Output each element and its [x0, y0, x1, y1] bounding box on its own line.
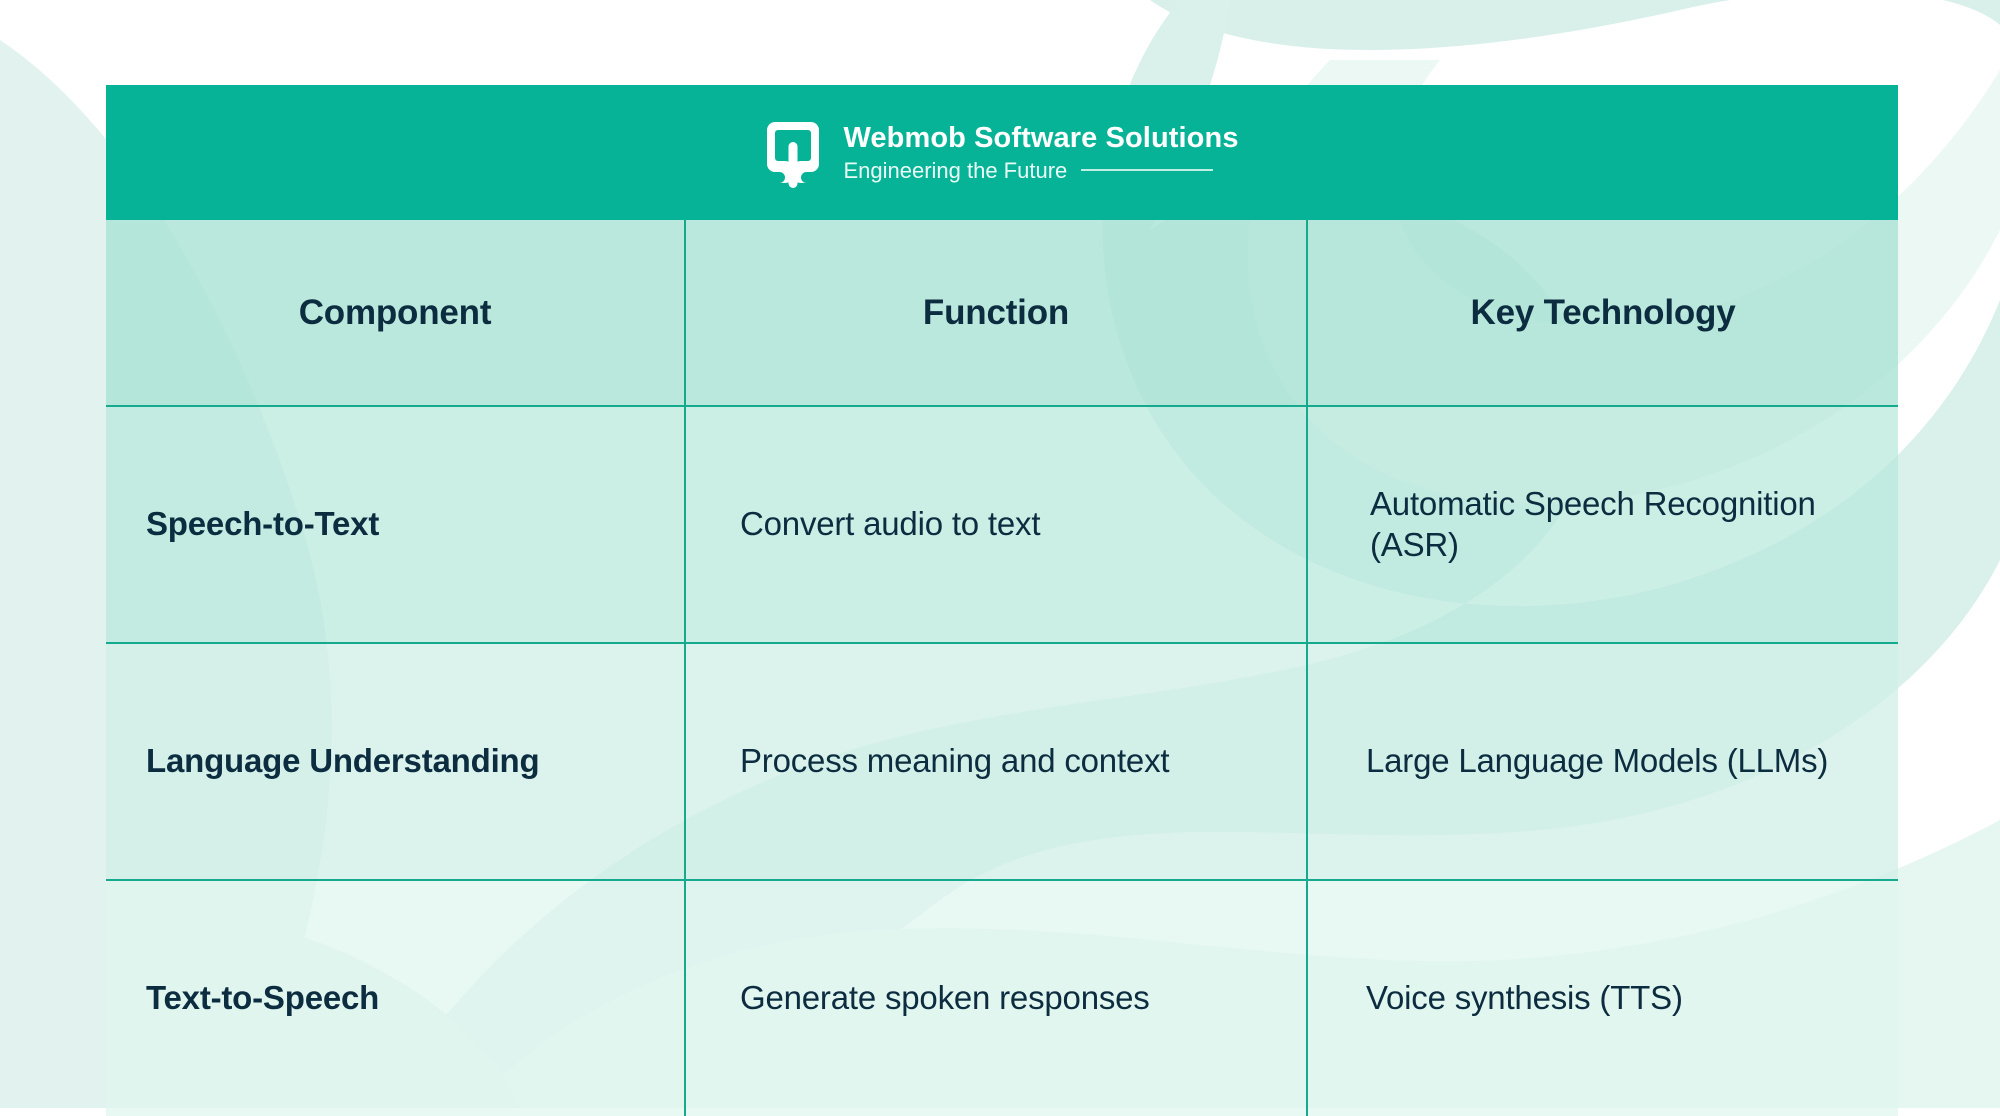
cell-text: Automatic Speech Recognition (ASR)	[1370, 484, 1816, 563]
column-header-label: Function	[922, 292, 1070, 332]
cell-key-technology: Voice synthesis (TTS)	[1306, 881, 1898, 1116]
webmob-bracket-logo-icon	[767, 121, 820, 188]
cell-text: Convert audio to text	[740, 505, 1041, 543]
cell-component: Text-to-Speech	[106, 881, 684, 1116]
cell-function: Convert audio to text	[684, 407, 1306, 642]
cell-text: Speech-to-Text	[146, 505, 380, 543]
decor-wave-top-right	[1150, 0, 2000, 50]
data-table: Component Function Key Technology Speech…	[106, 220, 1898, 1116]
column-header-label: Key Technology	[1470, 292, 1736, 332]
cell-function: Generate spoken responses	[684, 881, 1306, 1116]
brand-rule-divider	[1081, 169, 1214, 172]
table-row: Text-to-Speech Generate spoken responses…	[106, 879, 1898, 1116]
brand-tagline: Engineering the Future	[843, 157, 1068, 183]
table-row: Speech-to-Text Convert audio to text Aut…	[106, 405, 1898, 642]
cell-text: Text-to-Speech	[146, 979, 380, 1017]
cell-text: Process meaning and context	[740, 742, 1170, 780]
table-row: Language Understanding Process meaning a…	[106, 642, 1898, 879]
comparison-table-card: Webmob Software Solutions Engineering th…	[106, 85, 1898, 1116]
cell-component: Speech-to-Text	[106, 407, 684, 642]
column-header-component: Component	[106, 220, 684, 405]
cell-key-technology: Automatic Speech Recognition (ASR)	[1306, 407, 1898, 642]
cell-text: Large Language Models (LLMs)	[1366, 742, 1829, 780]
column-header-key-technology: Key Technology	[1306, 220, 1898, 405]
brand-name: Webmob Software Solutions	[843, 122, 1239, 155]
cell-text: Voice synthesis (TTS)	[1366, 979, 1683, 1017]
brand-header: Webmob Software Solutions Engineering th…	[106, 85, 1898, 220]
table-header-row: Component Function Key Technology	[106, 220, 1898, 405]
cell-component: Language Understanding	[106, 644, 684, 879]
cell-key-technology: Large Language Models (LLMs)	[1306, 644, 1898, 879]
cell-text: Generate spoken responses	[740, 979, 1150, 1017]
cell-text: Language Understanding	[146, 742, 540, 780]
column-header-function: Function	[684, 220, 1306, 405]
cell-function: Process meaning and context	[684, 644, 1306, 879]
column-header-label: Component	[298, 292, 492, 332]
